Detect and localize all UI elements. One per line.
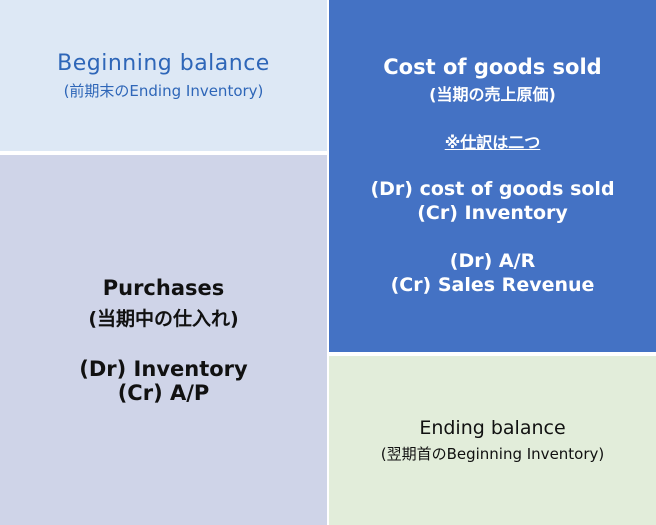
purchases-entry-debit: (Dr) Inventory — [79, 356, 248, 381]
cogs-entry2-credit: (Cr) Sales Revenue — [390, 274, 595, 296]
beginning-balance-box: Beginning balance (前期末のEnding Inventory) — [0, 0, 327, 151]
cogs-journal-note: ※仕訳は二つ — [444, 133, 541, 152]
cogs-entry1-credit: (Cr) Inventory — [417, 202, 568, 224]
ending-balance-title: Ending balance — [419, 417, 566, 439]
beginning-balance-subtitle: (前期末のEnding Inventory) — [63, 81, 264, 100]
purchases-title: Purchases — [102, 275, 225, 300]
purchases-entry-credit: (Cr) A/P — [117, 380, 210, 405]
cogs-subtitle: (当期の売上原価) — [429, 85, 556, 104]
cogs-title: Cost of goods sold — [383, 55, 602, 79]
cogs-entry1-debit: (Dr) cost of goods sold — [370, 178, 615, 200]
purchases-subtitle: (当期中の仕入れ) — [88, 307, 239, 330]
ending-balance-subtitle: (翌期首のBeginning Inventory) — [380, 445, 605, 463]
ending-balance-box: Ending balance (翌期首のBeginning Inventory) — [329, 356, 656, 525]
purchases-box: Purchases (当期中の仕入れ) (Dr) Inventory (Cr) … — [0, 155, 327, 525]
beginning-balance-title: Beginning balance — [57, 50, 270, 76]
cogs-entry2-debit: (Dr) A/R — [449, 250, 536, 272]
cost-of-goods-sold-box: Cost of goods sold (当期の売上原価) ※仕訳は二つ (Dr)… — [329, 0, 656, 352]
